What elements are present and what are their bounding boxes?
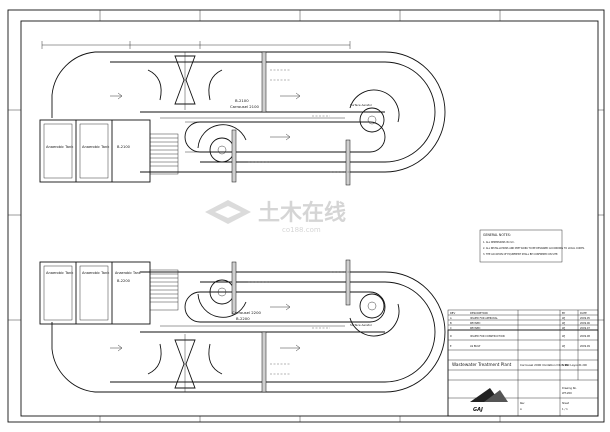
rev-row-2-by: WJ [562,322,565,325]
top-dimension-line [41,41,351,49]
scale-label: Scale [562,364,569,367]
top-anoxic-code: B-2100 [117,145,131,149]
inner-border [20,20,599,417]
rev-row-2-date: 2009.06 [580,322,590,325]
rev-header-date: DATE [580,311,587,315]
oxidation-ditch-bottom: Anaerobic Tank Anaerobic Tank Anaerobic … [39,259,446,393]
rev-row-3-by: WJ [562,327,565,330]
notes-line-1: 1. ALL DIMENSIONS IN mm. [483,241,515,244]
bottom-tank-label-1: Anaerobic Tank [46,271,74,275]
notes-block: GENERAL NOTES: 1. ALL DIMENSIONS IN mm. … [479,229,585,263]
rev-row-3-date: 2009.07 [580,327,590,330]
top-carrousel-code: B-2100 [235,98,249,103]
rev-row-4-date: 2009.08 [580,335,590,338]
rev-row-1-desc: ISSUED FOR APPROVAL [470,317,498,320]
rev-row-5-desc: AS BUILT [470,345,481,348]
drawing-no-label: Drawing No. [562,387,577,390]
bottom-tank-label-3: Anaerobic Tank [115,271,141,275]
rev-row-5-rev: E [450,345,452,348]
rev-row-1-rev: A [450,317,452,320]
rev-row-4-by: WJ [562,335,565,338]
drawing-title: Carrousel 2000 Oxidation Ditch PID Layou… [520,363,581,367]
title-block: REV DESCRIPTION BY DATE A ISSUED FOR APP… [447,309,599,417]
border-ticks [8,10,604,422]
revision-label: Rev [520,402,525,405]
rev-row-2-rev: B [450,322,452,325]
project-title: Wastewater Treatment Plant [452,362,512,367]
top-tank-label-1: Anaerobic Tank [46,145,74,149]
bottom-tank-label-2: Anaerobic Tank [82,271,110,275]
scale-value: 1:200 [580,364,587,367]
oxidation-ditch-top: Anaerobic Tank Anaerobic Tank B-2100 B-2… [39,51,446,186]
top-carrousel-label: Carrousel 2100 [230,104,260,109]
bottom-carrousel-code: B-2200 [236,316,250,321]
outer-border [7,9,605,423]
sheet-label: Sheet [562,402,569,405]
sheet-value: 1 / 1 [562,407,568,411]
top-aerator-label: Surface Aerator [350,103,373,107]
company-logo: GAJ [470,388,508,413]
drawing-no-value: WT-200 [562,391,572,395]
rev-row-4-desc: ISSUED FOR CONSTRUCTION [470,335,505,338]
revision-value: A [520,407,522,411]
bottom-carrousel-label: Carrousel 2200 [232,310,262,315]
rev-row-1-date: 2009.05 [580,317,590,320]
rev-row-2-desc: REVISED [470,322,481,325]
rev-header-rev: REV [450,311,455,315]
notes-line-3: 3. THE LOCATION OF EQUIPMENT SHALL BE CO… [483,253,558,256]
rev-row-3-rev: C [450,327,452,330]
notes-line-2: 2. ALL INSTALLATIONS AND PIPE WORK TO BE… [483,247,585,250]
rev-row-4-rev: D [450,335,452,338]
watermark-cn: 土木在线 [258,200,346,226]
notes-heading: GENERAL NOTES: [483,233,511,237]
rev-row-5-by: WJ [562,345,565,348]
bottom-anoxic-code: B-2200 [117,279,131,283]
rev-header-desc: DESCRIPTION [470,311,488,315]
rev-header-by: BY [562,311,566,315]
bottom-aerator-label: Surface Aerator [350,323,373,327]
rev-row-3-desc: REVISED [470,327,481,330]
top-tank-label-2: Anaerobic Tank [82,145,110,149]
rev-row-1-by: WJ [562,317,565,320]
watermark-en: co188.com [282,226,321,234]
watermark: 土木在线 co188.com [205,200,346,234]
logo-text: GAJ [473,407,483,413]
rev-row-5-date: 2009.09 [580,345,590,348]
